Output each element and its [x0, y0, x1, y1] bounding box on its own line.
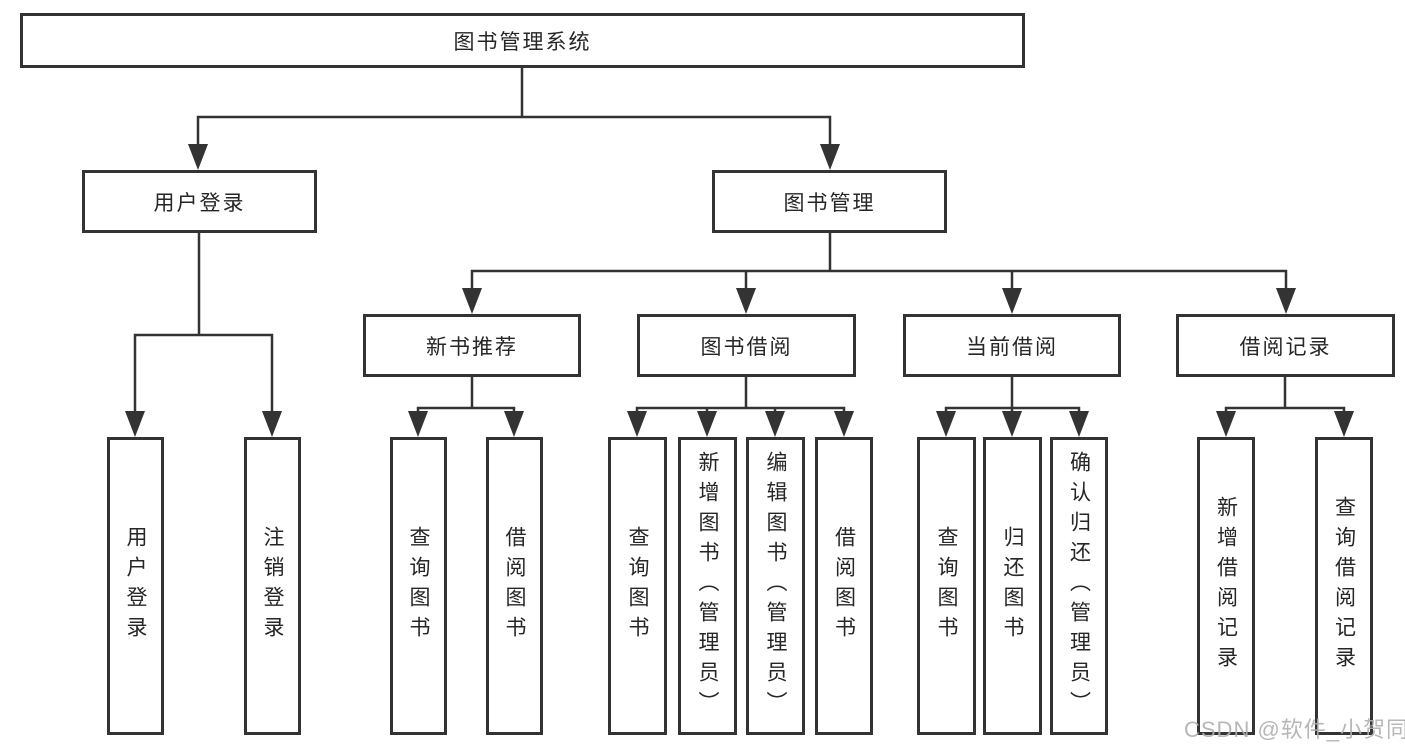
- leaf-query-borrow-record: 查询借阅记录: [1315, 437, 1373, 735]
- leaf-logout: 注销登录: [244, 437, 301, 735]
- node-current-borrow: 当前借阅: [903, 314, 1121, 377]
- leaf-current-query-books: 查询图书: [917, 437, 976, 735]
- leaf-logout-label: 注销登录: [261, 526, 284, 646]
- leaf-edit-books-admin: 编辑图书（管理员）: [746, 437, 805, 735]
- leaf-recommend-query-books: 查询图书: [390, 437, 447, 735]
- leaf-add-borrow-record: 新增借阅记录: [1197, 437, 1255, 735]
- leaf-current-query-books-label: 查询图书: [935, 526, 958, 646]
- leaf-borrow-query-books-label: 查询图书: [626, 526, 649, 646]
- node-book-management: 图书管理: [712, 170, 947, 233]
- leaf-borrow-query-books: 查询图书: [608, 437, 667, 735]
- leaf-confirm-return-admin: 确认归还（管理员）: [1050, 437, 1108, 735]
- node-book-borrow: 图书借阅: [637, 314, 856, 377]
- leaf-user-login: 用户登录: [107, 437, 164, 735]
- leaf-recommend-borrow-books-label: 借阅图书: [503, 526, 526, 646]
- node-root-system: 图书管理系统: [20, 13, 1025, 68]
- node-root-label: 图书管理系统: [453, 30, 592, 54]
- node-book-borrow-label: 图书借阅: [700, 335, 793, 359]
- leaf-return-books: 归还图书: [983, 437, 1042, 735]
- node-user-login-label: 用户登录: [153, 191, 246, 215]
- node-user-login: 用户登录: [82, 170, 317, 233]
- leaf-borrow-books: 借阅图书: [815, 437, 873, 735]
- leaf-confirm-return-admin-label: 确认归还（管理员）: [1067, 451, 1091, 721]
- leaf-borrow-books-label: 借阅图书: [832, 526, 856, 646]
- leaf-recommend-query-books-label: 查询图书: [407, 526, 430, 646]
- node-borrow-records: 借阅记录: [1176, 314, 1395, 377]
- node-borrow-records-label: 借阅记录: [1239, 335, 1332, 359]
- node-new-book-recommend: 新书推荐: [363, 314, 581, 377]
- leaf-query-borrow-record-label: 查询借阅记录: [1332, 496, 1356, 676]
- node-book-management-label: 图书管理: [783, 191, 876, 215]
- leaf-user-login-label: 用户登录: [124, 526, 147, 646]
- leaf-return-books-label: 归还图书: [1001, 526, 1024, 646]
- csdn-watermark: CSDN @软件_小贺同学: [1184, 717, 1405, 742]
- leaf-add-books-admin: 新增图书（管理员）: [678, 437, 737, 735]
- leaf-recommend-borrow-books: 借阅图书: [486, 437, 543, 735]
- node-current-borrow-label: 当前借阅: [966, 335, 1058, 359]
- leaf-edit-books-admin-label: 编辑图书（管理员）: [764, 451, 787, 721]
- leaf-add-books-admin-label: 新增图书（管理员）: [696, 451, 719, 721]
- leaf-add-borrow-record-label: 新增借阅记录: [1214, 496, 1238, 676]
- node-new-book-recommend-label: 新书推荐: [426, 335, 518, 359]
